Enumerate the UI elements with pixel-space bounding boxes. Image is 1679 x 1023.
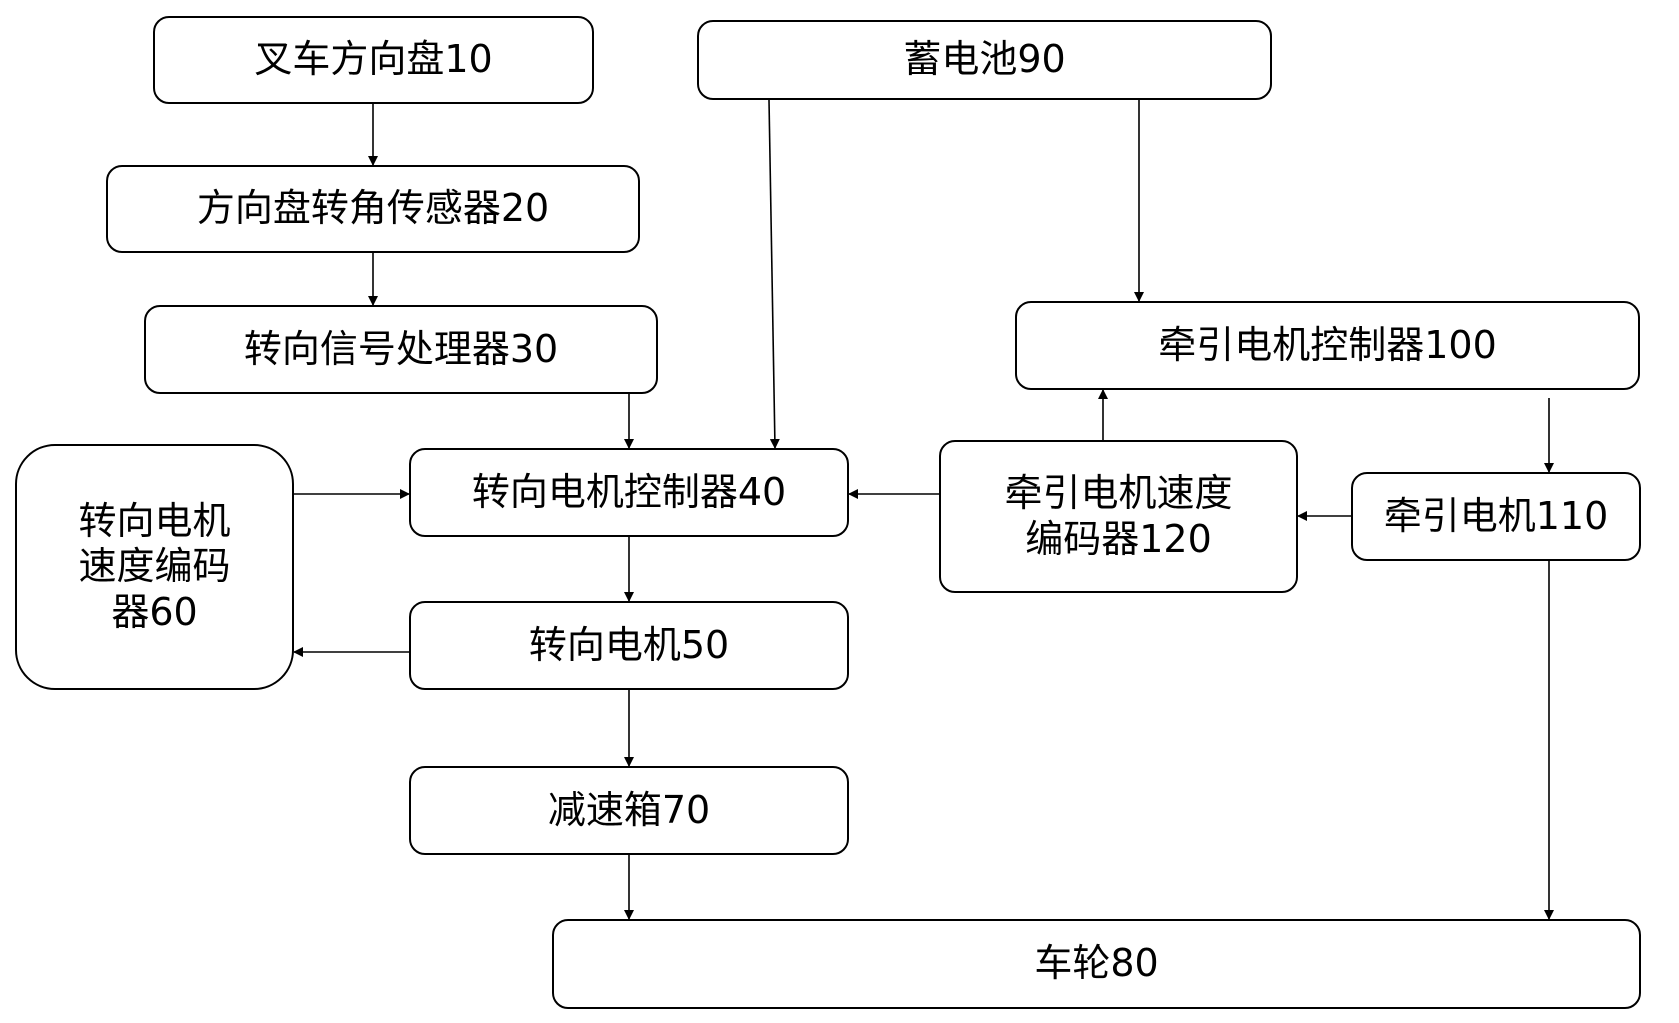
node-wheel-label: 车轮80 [1034,941,1159,986]
node-traction-speed-encoder-line1: 牵引电机速度 [1004,470,1233,515]
node-traction-speed-encoder: 牵引电机速度 编码器120 [939,440,1298,593]
node-steering-speed-encoder-text: 转向电机 速度编码 器60 [78,499,230,636]
node-steering-speed-encoder: 转向电机 速度编码 器60 [15,444,294,690]
node-angle-sensor-label: 方向盘转角传感器20 [196,186,550,231]
node-steering-motor: 转向电机50 [409,601,849,690]
node-steering-motor-controller: 转向电机控制器40 [409,448,849,537]
edge-90-to-40 [768,99,780,449]
node-gearbox: 减速箱70 [409,766,849,855]
node-angle-sensor: 方向盘转角传感器20 [106,165,640,253]
node-signal-processor: 转向信号处理器30 [144,305,658,394]
node-traction-speed-encoder-line2: 编码器120 [1025,516,1212,561]
node-traction-speed-encoder-text: 牵引电机速度 编码器120 [1004,471,1232,562]
node-traction-motor: 牵引电机110 [1351,472,1641,561]
node-signal-processor-label: 转向信号处理器30 [243,326,559,371]
node-gearbox-label: 减速箱70 [547,787,711,832]
node-battery-label: 蓄电池90 [903,37,1066,82]
node-steering-speed-encoder-line3: 器60 [111,589,198,634]
node-steering-wheel-label: 叉车方向盘10 [254,37,493,82]
node-steering-speed-encoder-line1: 转向电机 [78,498,231,543]
node-steering-motor-label: 转向电机50 [528,622,730,667]
node-steering-motor-controller-label: 转向电机控制器40 [471,469,787,514]
node-traction-motor-controller-label: 牵引电机控制器100 [1158,322,1497,367]
node-traction-motor-label: 牵引电机110 [1383,493,1609,538]
node-traction-motor-controller: 牵引电机控制器100 [1015,301,1640,390]
node-wheel: 车轮80 [552,919,1641,1009]
node-steering-wheel: 叉车方向盘10 [153,16,594,104]
node-battery: 蓄电池90 [697,20,1272,100]
node-steering-speed-encoder-line2: 速度编码 [78,544,231,589]
